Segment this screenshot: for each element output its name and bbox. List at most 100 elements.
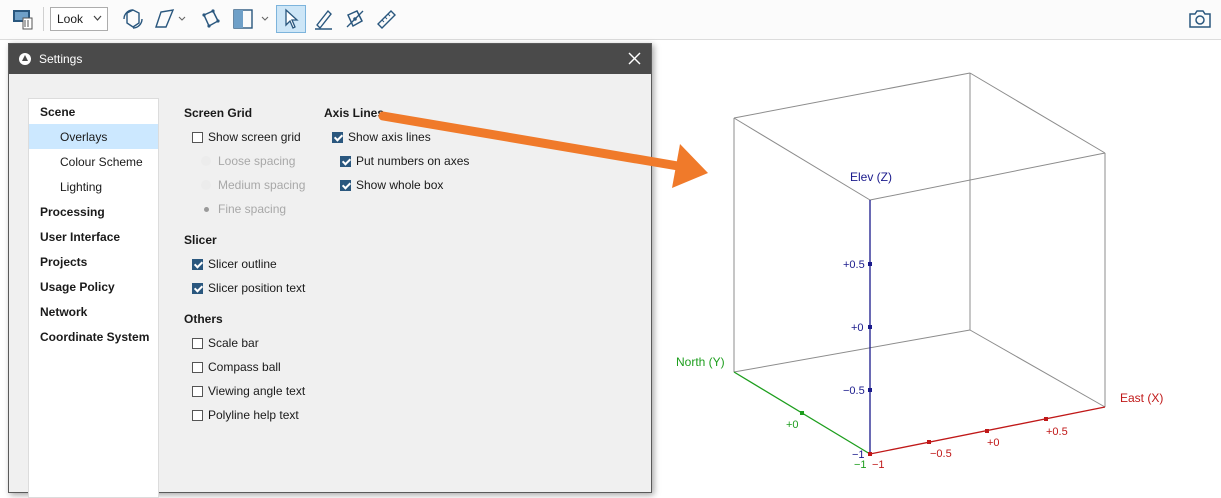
display-icon[interactable] bbox=[10, 5, 36, 33]
chevron-down-icon bbox=[93, 15, 102, 21]
dialog-title-bar[interactable]: Settings bbox=[9, 44, 651, 74]
nav-item-network[interactable]: Network bbox=[29, 299, 158, 324]
screen-grid-heading: Screen Grid bbox=[184, 106, 253, 120]
z-tick-marker bbox=[868, 325, 872, 329]
nav-item-projects[interactable]: Projects bbox=[29, 249, 158, 274]
others-heading: Others bbox=[184, 312, 223, 326]
nav-item-label: Coordinate System bbox=[40, 329, 150, 344]
y-tick-label: −1 bbox=[854, 459, 867, 471]
x-tick-label: −0.5 bbox=[930, 448, 952, 460]
axis-lines-heading: Axis Lines bbox=[324, 106, 385, 120]
nav-item-overlays[interactable]: Overlays bbox=[29, 124, 158, 149]
bounding-box bbox=[733, 72, 1106, 408]
slicer-heading: Slicer bbox=[184, 233, 217, 247]
nav-item-colour-scheme[interactable]: Colour Scheme bbox=[29, 149, 158, 174]
radio-label: Fine spacing bbox=[218, 202, 287, 216]
x-tick-label: +0.5 bbox=[1046, 426, 1068, 438]
checkbox-label: Compass ball bbox=[208, 360, 281, 374]
checkbox-label: Polyline help text bbox=[208, 408, 299, 422]
nav-item-user-interface[interactable]: User Interface bbox=[29, 224, 158, 249]
viewing-angle-text-checkbox[interactable]: Viewing angle text bbox=[192, 384, 305, 398]
checkbox-box bbox=[192, 385, 203, 397]
ruler-icon[interactable] bbox=[374, 5, 400, 33]
checkbox-box bbox=[192, 337, 203, 349]
checkbox-box bbox=[192, 282, 203, 294]
settings-dialog: Settings Scene Overlays Colour Scheme Li… bbox=[8, 43, 652, 498]
radio-label: Medium spacing bbox=[218, 178, 306, 192]
nav-item-label: Overlays bbox=[60, 129, 108, 144]
compass-ball-checkbox[interactable]: Compass ball bbox=[192, 360, 281, 374]
show-screen-grid-checkbox[interactable]: Show screen grid bbox=[192, 130, 301, 144]
nav-item-usage-policy[interactable]: Usage Policy bbox=[29, 274, 158, 299]
nav-item-lighting[interactable]: Lighting bbox=[29, 174, 158, 199]
toolbar: Look bbox=[0, 0, 1221, 40]
z-tick-marker bbox=[868, 262, 872, 266]
slicer-outline-checkbox[interactable]: Slicer outline bbox=[192, 257, 277, 271]
put-numbers-on-axes-checkbox[interactable]: Put numbers on axes bbox=[340, 154, 469, 168]
close-icon[interactable] bbox=[628, 52, 641, 65]
nav-item-label: Usage Policy bbox=[40, 279, 115, 294]
x-tick-marker bbox=[927, 440, 931, 444]
x-tick-marker bbox=[868, 452, 872, 456]
checkbox-box bbox=[340, 179, 351, 191]
select-pointer-icon[interactable] bbox=[276, 5, 306, 33]
x-tick-label: −1 bbox=[872, 459, 885, 471]
checkbox-label: Slicer position text bbox=[208, 281, 306, 295]
slice-plane-icon[interactable] bbox=[198, 5, 224, 33]
radio-label: Loose spacing bbox=[218, 154, 296, 168]
camera-icon[interactable] bbox=[1186, 5, 1214, 33]
checkbox-box bbox=[192, 258, 203, 270]
checkbox-label: Scale bar bbox=[208, 336, 259, 350]
nav-item-label: Scene bbox=[40, 104, 76, 119]
view-mode-select[interactable]: Look bbox=[50, 7, 108, 31]
show-axis-lines-checkbox[interactable]: Show axis lines bbox=[332, 130, 431, 144]
checkbox-box bbox=[192, 131, 203, 143]
draw-tool-icon[interactable] bbox=[152, 5, 188, 33]
radio-dot bbox=[201, 180, 211, 190]
east-axis-label: East (X) bbox=[1120, 391, 1163, 405]
checkbox-label: Show whole box bbox=[356, 178, 444, 192]
z-tick-label: +0.5 bbox=[843, 259, 865, 271]
y-tick-label: +0 bbox=[786, 419, 799, 431]
medium-spacing-radio[interactable]: Medium spacing bbox=[201, 178, 305, 192]
nav-item-label: Colour Scheme bbox=[60, 154, 143, 169]
loose-spacing-radio[interactable]: Loose spacing bbox=[201, 154, 295, 168]
checkbox-label: Put numbers on axes bbox=[356, 154, 470, 168]
checkbox-label: Viewing angle text bbox=[208, 384, 306, 398]
elev-axis-label: Elev (Z) bbox=[850, 170, 892, 184]
checkbox-box bbox=[192, 361, 203, 373]
nav-item-processing[interactable]: Processing bbox=[29, 199, 158, 224]
show-whole-box-checkbox[interactable]: Show whole box bbox=[340, 178, 443, 192]
z-tick-label: −0.5 bbox=[843, 385, 865, 397]
nav-item-label: Network bbox=[40, 304, 88, 319]
dialog-title: Settings bbox=[39, 52, 83, 66]
scene-viewer[interactable]: Elev (Z) +0.5 +0 −0.5 −1 North (Y) +0 −1… bbox=[0, 0, 1221, 485]
radio-dot bbox=[201, 156, 211, 166]
x-tick-marker bbox=[985, 429, 989, 433]
settings-nav: Scene Overlays Colour Scheme Lighting Pr… bbox=[28, 98, 159, 498]
checkbox-box bbox=[340, 155, 351, 167]
scale-bar-checkbox[interactable]: Scale bar bbox=[192, 336, 259, 350]
nav-item-coordinate-system[interactable]: Coordinate System bbox=[29, 324, 158, 349]
nav-item-label: Lighting bbox=[60, 179, 103, 194]
move-plane-icon[interactable] bbox=[342, 5, 368, 33]
pen-icon[interactable] bbox=[311, 5, 337, 33]
checkbox-box bbox=[332, 131, 343, 143]
slicer-icon[interactable] bbox=[230, 5, 272, 33]
nav-item-label: User Interface bbox=[40, 229, 121, 244]
nav-item-label: Projects bbox=[40, 254, 88, 269]
checkbox-label: Slicer outline bbox=[208, 257, 277, 271]
fine-spacing-radio[interactable]: Fine spacing bbox=[201, 202, 286, 216]
y-tick-marker bbox=[800, 411, 804, 415]
slicer-position-text-checkbox[interactable]: Slicer position text bbox=[192, 281, 305, 295]
x-tick-marker bbox=[1044, 417, 1048, 421]
nav-item-scene[interactable]: Scene bbox=[29, 99, 158, 124]
checkbox-box bbox=[192, 409, 203, 421]
radio-dot bbox=[201, 204, 211, 214]
polyline-help-text-checkbox[interactable]: Polyline help text bbox=[192, 408, 299, 422]
app-logo-icon bbox=[19, 53, 31, 65]
checkbox-label: Show axis lines bbox=[348, 130, 431, 144]
rotate-icon[interactable] bbox=[120, 5, 146, 33]
north-axis-label: North (Y) bbox=[676, 355, 725, 369]
z-tick-label: +0 bbox=[851, 322, 864, 334]
